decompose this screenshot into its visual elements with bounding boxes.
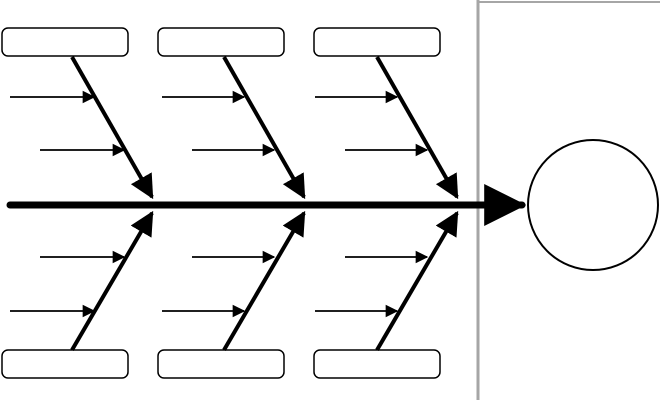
category-box-bottom-3[interactable] <box>313 349 441 379</box>
category-group-top <box>1 27 441 57</box>
category-box-top-2[interactable] <box>157 27 285 57</box>
category-group-bottom <box>1 349 441 379</box>
category-box-bottom-2[interactable] <box>157 349 285 379</box>
bone-bottom-3 <box>375 210 459 352</box>
bone-bottom-1 <box>70 210 154 352</box>
bone-bottom-2 <box>222 210 306 352</box>
category-box-top-1[interactable] <box>1 27 129 57</box>
bone-top-1 <box>70 56 154 200</box>
bone-top-3 <box>375 56 459 200</box>
bone-top-2 <box>222 56 306 200</box>
effect-circle <box>527 139 659 271</box>
category-box-bottom-1[interactable] <box>1 349 129 379</box>
category-box-top-3[interactable] <box>313 27 441 57</box>
